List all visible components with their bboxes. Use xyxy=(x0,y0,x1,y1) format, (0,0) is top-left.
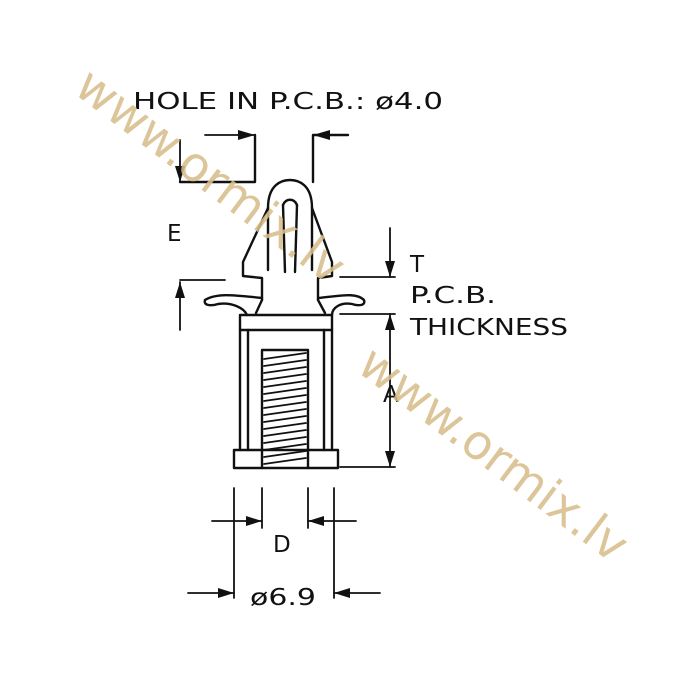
thread-line xyxy=(263,359,307,367)
thread-line xyxy=(263,380,307,388)
thread-line xyxy=(263,366,307,374)
top-flange xyxy=(238,313,334,332)
hole-dim-right-line xyxy=(311,133,350,184)
thread-line xyxy=(263,422,307,430)
cap-barb-left xyxy=(241,206,270,302)
dim-a-arrow-top xyxy=(385,314,395,330)
outer-dia-label: ø6.9 xyxy=(250,585,316,611)
dim-a-arrow-bottom xyxy=(385,451,395,467)
hole-dim-left-arrow xyxy=(238,130,255,140)
thread-line xyxy=(263,408,307,416)
cap-barb-right xyxy=(310,206,334,302)
wing-right xyxy=(316,294,366,317)
thread-lines xyxy=(263,352,307,465)
dim-a-label: A xyxy=(383,382,399,408)
thread-line xyxy=(263,373,307,381)
hole-dim-right-arrow xyxy=(313,130,330,140)
dim-dia-left-arrow xyxy=(218,588,234,598)
thread-line xyxy=(263,443,307,451)
bore-outline xyxy=(260,348,310,470)
thread-line xyxy=(263,429,307,437)
dimension-labels: HOLE IN P.C.B.: ø4.0 E T P.C.B. THICKNES… xyxy=(133,89,568,611)
cap-slot-top xyxy=(281,198,299,207)
thread-line xyxy=(263,401,307,409)
bottom-base xyxy=(232,448,340,470)
dim-e-arrow-bottom xyxy=(175,282,185,298)
thread-line xyxy=(263,415,307,423)
cap-slot-left xyxy=(281,203,287,274)
dim-d-label: D xyxy=(273,532,291,558)
neck xyxy=(254,298,327,315)
thread-line xyxy=(263,387,307,395)
dim-dia-right-arrow xyxy=(334,588,350,598)
hole-dim-left-bracket xyxy=(178,133,257,184)
thread-line xyxy=(263,394,307,402)
thickness-label: THICKNESS xyxy=(409,315,568,341)
thread-line xyxy=(263,352,307,360)
dim-t-arrow xyxy=(385,261,395,277)
thread-line xyxy=(263,457,307,465)
arrowhead-cap xyxy=(266,178,314,272)
hole-note-label: HOLE IN P.C.B.: ø4.0 xyxy=(133,89,443,115)
dim-e-label: E xyxy=(167,221,182,247)
pcb-label: P.C.B. xyxy=(410,283,496,309)
dim-d-left-arrow xyxy=(246,516,262,526)
cap-slot-right xyxy=(293,203,299,274)
drawing-geometry xyxy=(175,130,396,599)
dim-e-arrow-top xyxy=(175,166,185,182)
dim-t-label: T xyxy=(409,252,425,278)
wing-left xyxy=(203,294,264,317)
dim-d-right-arrow xyxy=(308,516,324,526)
thread-line xyxy=(263,436,307,444)
thread-line xyxy=(263,450,307,458)
